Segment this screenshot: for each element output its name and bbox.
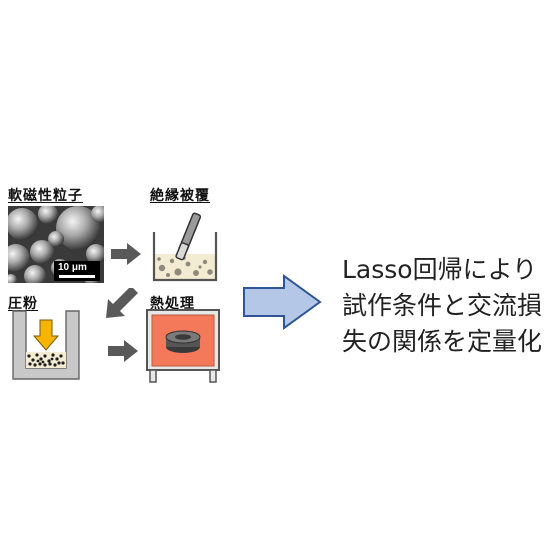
sem-micrograph-icon [8,206,104,283]
scale-bar [59,275,95,278]
result-text: Lasso回帰により 試作条件と交流損 失の関係を定量化 [342,252,542,360]
scale-bar-label: 10 μm [58,262,87,273]
stirring-beaker-icon [148,206,228,286]
label-soft-magnetic-particles: 軟磁性粒子 [8,185,83,205]
gray-step-arrow-icon [108,340,138,362]
result-line-1: Lasso回帰により [342,252,542,288]
result-line-3: 失の関係を定量化 [342,324,542,360]
blue-result-arrow-icon [242,274,322,330]
press-die-icon [12,310,80,380]
gray-step-arrow-icon [111,243,141,265]
gray-step-arrow-icon [104,288,138,322]
result-line-2: 試作条件と交流損 [342,288,542,324]
label-insulation-coating: 絶縁被覆 [150,185,210,205]
furnace-icon [146,309,220,383]
